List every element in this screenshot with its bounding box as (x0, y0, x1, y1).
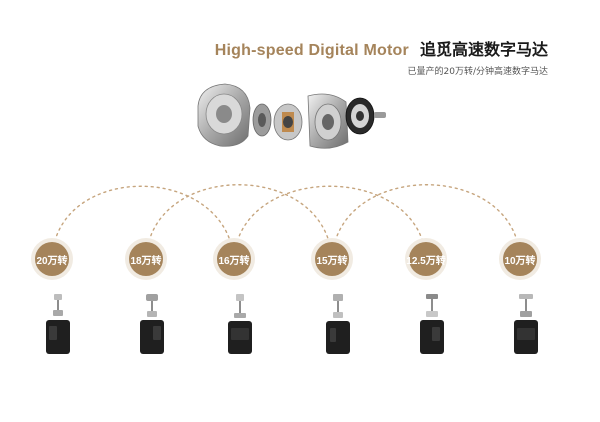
speed-badge-5: 12.5万转 (406, 242, 446, 276)
speed-badge-label: 20万转 (36, 255, 68, 267)
arc-4-6 (331, 184, 521, 260)
arc-3-5 (233, 185, 427, 260)
motor-illustration-1 (46, 294, 70, 354)
speed-badge-label: 10万转 (504, 255, 536, 267)
speed-badge-6: 10万转 (503, 242, 537, 276)
speed-badge-1: 20万转 (35, 242, 69, 276)
motor-illustration-2 (140, 294, 164, 354)
rotor-part (273, 103, 303, 141)
motor-illustration-5 (420, 294, 444, 354)
motor-illustration-6 (514, 294, 538, 354)
housing-part (197, 83, 251, 147)
speed-badge-4: 15万转 (315, 242, 349, 276)
motor-illustration-3 (228, 294, 252, 354)
motor-illustration-4 (326, 294, 350, 354)
arc-2-4 (145, 184, 333, 260)
speed-badge-3: 16万转 (217, 242, 251, 276)
stator-part (307, 93, 349, 149)
speed-badge-2: 18万转 (129, 242, 163, 276)
speed-badge-label: 18万转 (130, 255, 162, 267)
title-row: High-speed Digital Motor 追觅高速数字马达 (0, 36, 548, 60)
speed-badge-label: 12.5万转 (406, 255, 446, 267)
rear-cap-part (345, 97, 375, 135)
exploded-motor-illustration (197, 83, 386, 149)
impeller-part (252, 103, 272, 137)
title-chinese: 追觅高速数字马达 (419, 40, 548, 59)
arc-1-3 (51, 185, 235, 260)
speed-badge-label: 16万转 (218, 255, 250, 267)
subtitle: 已量产的20万转/分钟高速数字马达 (407, 67, 549, 77)
speed-badge-label: 15万转 (316, 255, 348, 267)
title-english: High-speed Digital Motor (214, 42, 409, 59)
shaft-part (374, 112, 386, 118)
